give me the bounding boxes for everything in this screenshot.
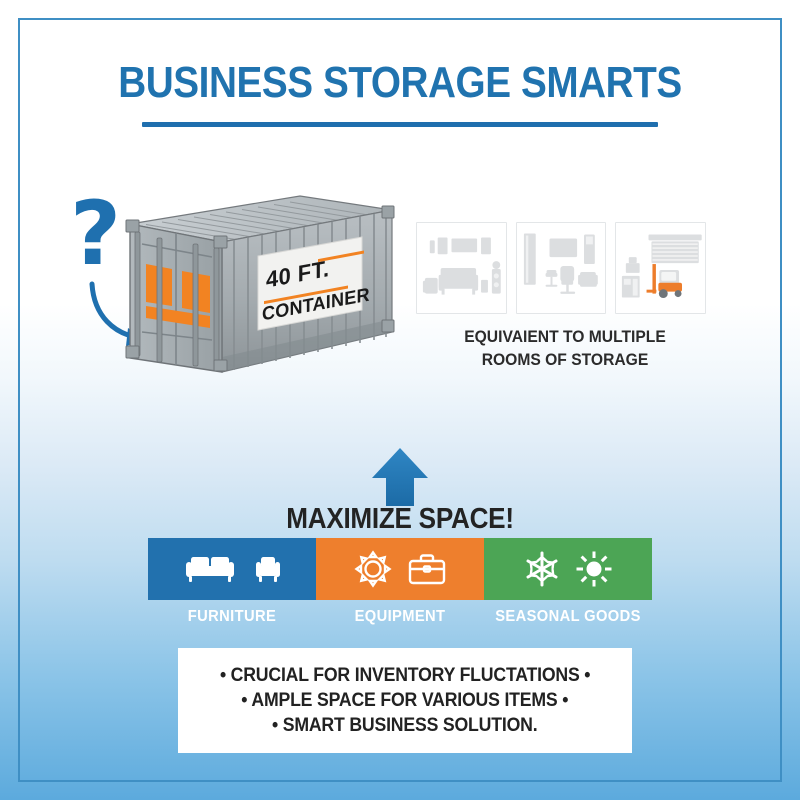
- question-mark-icon: ?: [70, 182, 122, 285]
- armchair-icon: [256, 557, 280, 582]
- living-room-panel: [416, 222, 507, 314]
- container-body: [125, 195, 395, 373]
- office-room-panel: [515, 222, 607, 314]
- bullet-item-2: • AMPLE SPACE FOR VARIOUS ITEMS •: [241, 689, 569, 711]
- rooms-caption-line2: ROOMS OF STORAGE: [481, 349, 649, 369]
- category-label-equipment: EQUIPMENT: [354, 608, 446, 625]
- up-arrow-icon: [372, 448, 428, 506]
- category-bar-seasonal-goods[interactable]: [484, 538, 652, 600]
- category-label-furniture: FURNITURE: [187, 608, 277, 625]
- sun-icon: [576, 551, 612, 587]
- category-labels: FURNITURE EQUIPMENT SEASONAL GOODS: [148, 608, 652, 632]
- bullet-list-box: • CRUCIAL FOR INVENTORY FLUCTATIONS • • …: [178, 648, 632, 753]
- room-panels-group: [416, 222, 707, 314]
- warehouse-room-panel: [615, 222, 707, 314]
- snowflake-icon: [526, 551, 558, 587]
- forklift-icon: [646, 264, 683, 299]
- category-bars: [148, 538, 652, 600]
- rooms-caption-line1: EQUIVAIENT TO MULTIPLE: [464, 327, 666, 346]
- bullet-item-1: • CRUCIAL FOR INVENTORY FLUCTATIONS •: [219, 664, 591, 686]
- rooms-caption: EQUIVAIENT TO MULTIPLE ROOMS OF STORAGE: [432, 326, 699, 372]
- bullet-item-3: • SMART BUSINESS SOLUTION.: [272, 714, 538, 736]
- shipping-container-illustration: ?: [62, 182, 402, 387]
- category-bar-equipment[interactable]: [316, 538, 484, 600]
- gear-icon: [354, 550, 392, 588]
- maximize-heading: MAXIMIZE SPACE!: [286, 503, 514, 535]
- title-underline-rule: [142, 122, 658, 127]
- sofa-icon: [186, 557, 234, 582]
- category-label-seasonal-goods: SEASONAL GOODS: [495, 608, 641, 625]
- category-bar-furniture[interactable]: [148, 538, 316, 600]
- page-title: BUSINESS STORAGE SMARTS: [118, 58, 682, 107]
- briefcase-icon: [408, 554, 446, 585]
